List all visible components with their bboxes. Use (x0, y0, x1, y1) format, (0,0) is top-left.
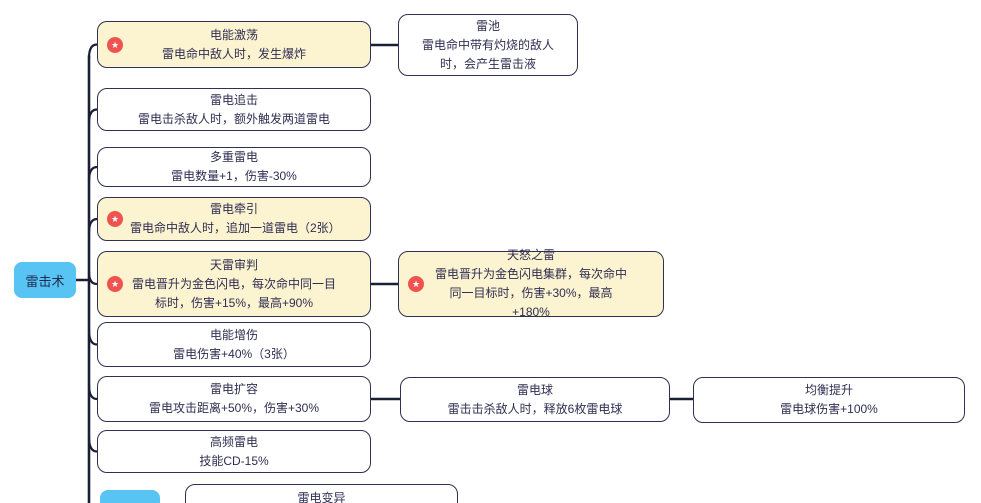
skill-node[interactable]: 电能增伤 雷电伤害+40%（3张） (97, 322, 371, 367)
skill-desc: 雷电命中带有灼烧的敌人时，会产生雷击液 (421, 37, 554, 71)
skill-title: 雷电扩容 (209, 382, 258, 396)
skill-node[interactable]: 均衡提升 雷电球伤害+100% (693, 377, 965, 423)
skill-desc: 雷电球伤害+100% (780, 402, 878, 416)
skill-node[interactable]: ★ 雷电牵引 雷电命中敌人时，追加一道雷电（2张） (97, 197, 371, 241)
skill-title: 电能激荡 (209, 27, 258, 42)
skill-desc: 雷电攻击距离+50%，伤害+30% (148, 401, 320, 415)
skill-desc: 雷电命中敌人时，追加一道雷电（2张） (130, 221, 341, 235)
skill-node[interactable]: 雷池 雷电命中带有灼烧的敌人时，会产生雷击液 (398, 14, 578, 76)
skill-node[interactable]: ★ 天雷审判 雷电晋升为金色闪电，每次命中同一目标时，伤害+15%，最高+90% (97, 251, 371, 317)
skill-title: 雷电追击 (209, 92, 258, 107)
skill-title: 雷电牵引 (209, 202, 258, 216)
skill-title: 均衡提升 (804, 383, 853, 397)
skill-title: 雷电球 (516, 382, 553, 397)
skill-title: 电能增伤 (209, 327, 258, 342)
skill-desc: 雷电命中敌人时，发生爆炸 (161, 46, 306, 61)
skill-node[interactable]: ★ 电能激荡 雷电命中敌人时，发生爆炸 (97, 21, 371, 68)
skill-desc: 雷电晋升为金色闪电集群，每次命中同一目标时，伤害+30%，最高+180% (434, 267, 627, 319)
skill-node[interactable]: 雷电追击 雷电击杀敌人时，额外触发两道雷电 (97, 88, 371, 131)
skill-desc: 技能CD-15% (199, 453, 269, 468)
skill-title: 高频雷电 (209, 434, 258, 449)
skill-title: 多重雷电 (209, 150, 258, 164)
skill-desc: 雷电伤害+40%（3张） (173, 346, 295, 361)
skill-title: 天雷审判 (209, 257, 258, 272)
skill-node[interactable]: 高频雷电 技能CD-15% (97, 430, 371, 473)
skill-node[interactable]: 雷电变异 (185, 484, 458, 503)
skill-desc: 雷电击杀敌人时，额外触发两道雷电 (137, 111, 330, 126)
skill-node[interactable]: ★ 天怒之雷 雷电晋升为金色闪电集群，每次命中同一目标时，伤害+30%，最高+1… (398, 248, 664, 319)
star-icon: ★ (107, 36, 123, 53)
star-icon: ★ (107, 211, 123, 227)
star-icon: ★ (408, 276, 424, 292)
skill-title: 雷电变异 (297, 491, 346, 503)
skill-desc: 雷击击杀敌人时，释放6枚雷电球 (447, 401, 623, 416)
skill-desc: 雷电数量+1，伤害-30% (171, 169, 297, 183)
skill-title: 天怒之雷 (506, 248, 555, 262)
star-icon: ★ (107, 276, 123, 292)
root-skill-label: 雷击术 (25, 273, 65, 289)
root-skill-node[interactable]: 雷击术 (14, 262, 76, 298)
root-skill-node-bottom[interactable] (100, 490, 160, 503)
skill-desc: 雷电晋升为金色闪电，每次命中同一目标时，伤害+15%，最高+90% (131, 276, 336, 310)
skill-node[interactable]: 雷电扩容 雷电攻击距离+50%，伤害+30% (97, 376, 371, 422)
skill-node[interactable]: 多重雷电 雷电数量+1，伤害-30% (97, 147, 371, 187)
skill-title: 雷池 (475, 18, 500, 33)
skill-node[interactable]: 雷电球 雷击击杀敌人时，释放6枚雷电球 (400, 377, 670, 422)
